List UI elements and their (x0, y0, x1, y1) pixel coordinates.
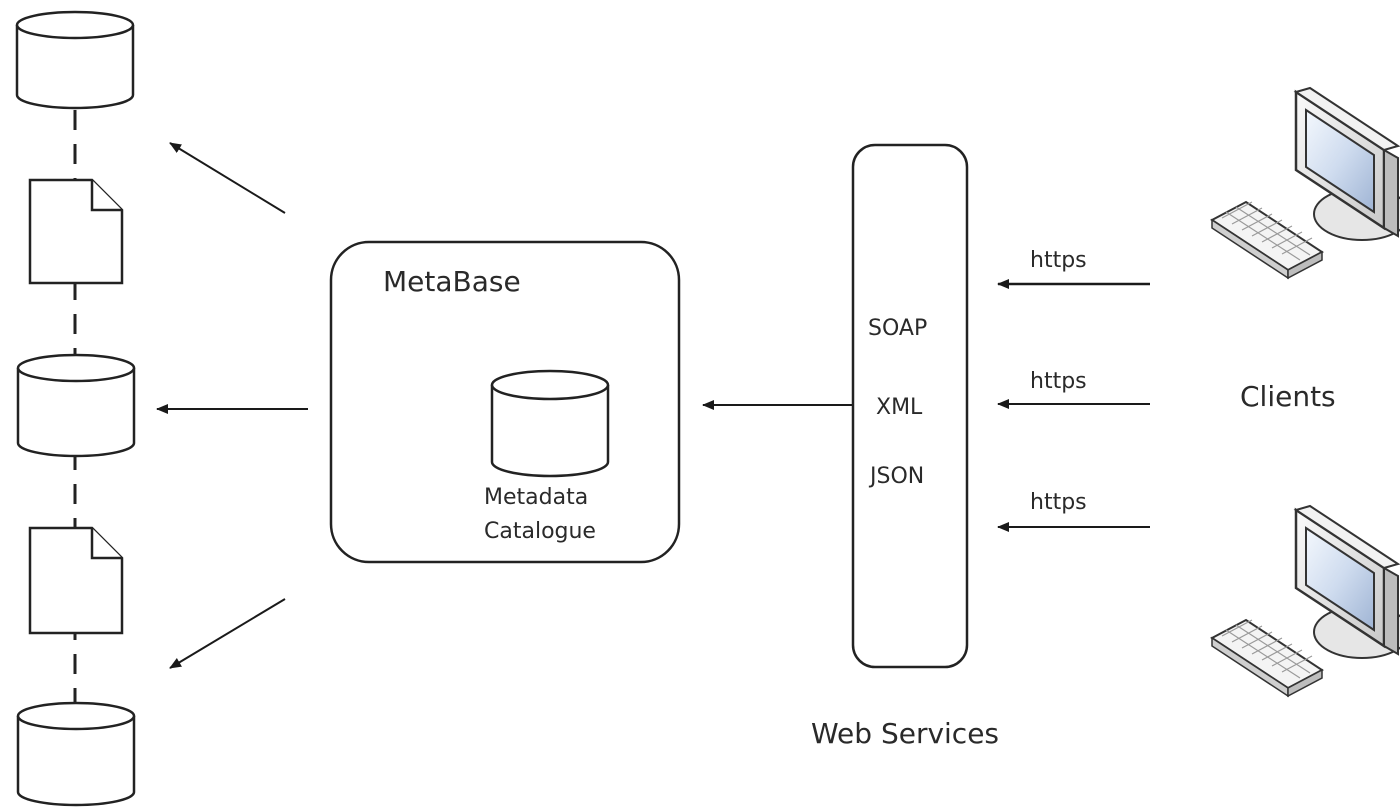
clients-label: Clients (1240, 380, 1336, 413)
metadata-catalogue-label: Metadata (484, 485, 589, 510)
metabase-title: MetaBase (383, 265, 521, 298)
format-json: JSON (870, 464, 925, 489)
database-icon (16, 701, 136, 807)
document-icon (28, 178, 124, 285)
database-icon (15, 10, 135, 110)
database-icon (16, 353, 136, 458)
web-services-box (851, 143, 969, 669)
https-label-2: https (1030, 369, 1087, 394)
https-label-3: https (1030, 490, 1087, 515)
arrow-to-source-bottom (169, 598, 286, 669)
metadata-catalogue-label-line2: Catalogue (484, 519, 596, 544)
client-computer-icon (1210, 504, 1400, 698)
format-xml: XML (876, 395, 923, 420)
web-services-label: Web Services (811, 717, 1000, 750)
format-soap: SOAP (868, 316, 928, 341)
client-computer-icon (1210, 86, 1400, 280)
document-icon (28, 526, 124, 635)
metadata-catalogue-icon (490, 369, 610, 478)
arrow-to-source-top (169, 142, 286, 214)
https-label-1: https (1030, 248, 1087, 273)
